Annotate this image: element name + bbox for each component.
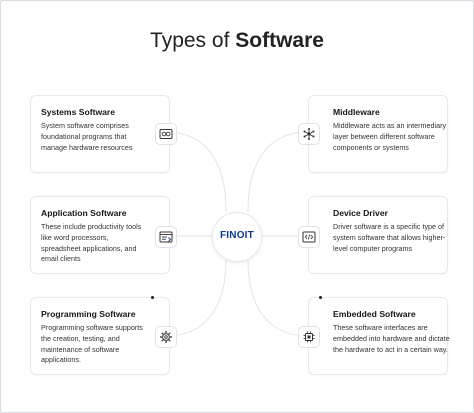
card-description: Programming software supports the creati…	[41, 323, 143, 365]
chip-icon	[298, 326, 320, 348]
gear-icon	[155, 326, 177, 348]
decorative-dot	[151, 296, 154, 299]
card-programming-software: Programming Software Programming softwar…	[30, 297, 177, 375]
title-prefix: Types of	[150, 29, 230, 52]
network-hub-icon	[298, 123, 320, 145]
app-window-icon	[155, 226, 177, 248]
card-title: Systems Software	[41, 107, 116, 117]
card-title: Middleware	[333, 107, 380, 117]
title-bold: Software	[235, 29, 324, 52]
card-title: Programming Software	[41, 309, 136, 319]
card-description: These software interfaces are embedded i…	[333, 323, 450, 354]
card-description: Driver software is a specific type of sy…	[333, 222, 446, 253]
card-title: Embedded Software	[333, 309, 416, 319]
card-device-driver: Device Driver Driver software is a speci…	[298, 196, 448, 274]
card-systems-software: Systems Software System software compris…	[30, 95, 177, 173]
connector-systems	[165, 131, 227, 213]
dashboard-icon	[155, 123, 177, 145]
card-middleware: Middleware Middleware acts as an interme…	[298, 95, 448, 173]
connector-middleware	[247, 131, 309, 213]
connector-embedded	[247, 259, 309, 337]
hub-logo-circle: FINOIT	[212, 212, 262, 262]
page-title: Types of Software	[0, 28, 474, 54]
card-description: System software comprises foundational p…	[41, 121, 133, 152]
code-window-icon	[298, 226, 320, 248]
card-application-software: Application Software These include produ…	[30, 196, 177, 274]
card-title: Application Software	[41, 208, 127, 218]
finoit-logo: FINOIT	[220, 230, 254, 241]
card-description: Middleware acts as an intermediary layer…	[333, 121, 447, 152]
decorative-dot	[319, 296, 322, 299]
card-description: These include productivity tools like wo…	[41, 222, 142, 264]
card-title: Device Driver	[333, 208, 388, 218]
card-embedded-software: Embedded Software These software interfa…	[298, 297, 450, 375]
connector-programming	[165, 259, 227, 337]
